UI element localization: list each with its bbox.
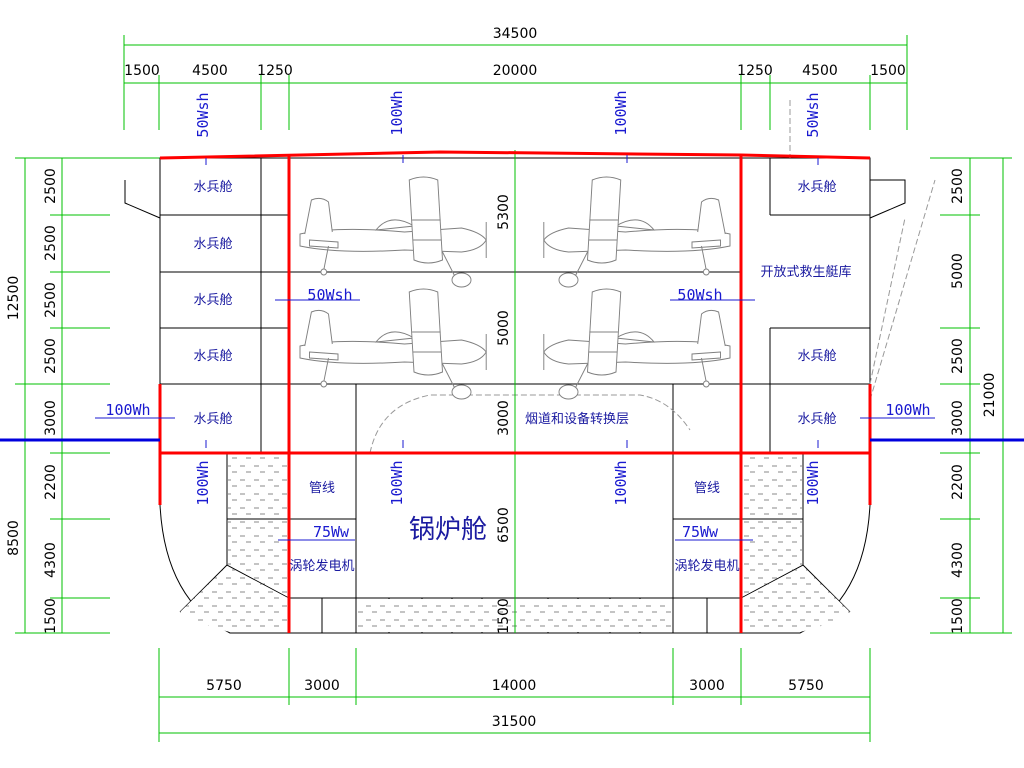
left-dimensions [15,157,160,634]
armor-leader-lines [95,155,935,541]
armor-label: 75Ww [682,523,719,541]
armor-label: 100Wh [804,460,822,505]
dim-top-seg: 4500 [192,63,228,79]
dim-top-seg: 1500 [870,63,906,79]
dim-center-row: 5300 [496,194,512,230]
dim-top-seg: 1500 [124,63,160,79]
dim-right-row: 2500 [950,338,966,374]
bottom-dimensions [158,648,871,742]
armor-label: 100Wh [194,460,212,505]
dim-center-row: 1500 [496,598,512,634]
armor-label: 100Wh [612,90,630,135]
room-piping: 管线 [309,481,335,496]
armor-label: 100Wh [105,401,150,419]
dim-right-row: 1500 [950,598,966,634]
room-crew: 水兵舱 [193,349,232,364]
room-crew: 水兵舱 [797,349,836,364]
dim-bottom-total: 31500 [492,714,537,730]
armor-label: 50Wsh [194,92,212,137]
room-lifeboat-hangar: 开放式救生艇库 [760,264,851,280]
dim-left-row: 2500 [43,168,59,204]
room-boiler: 锅炉舱 [409,515,487,545]
uptake-outline [369,100,936,454]
dim-center-row: 3000 [496,400,512,436]
room-uptake-layer: 烟道和设备转换层 [525,411,629,427]
dim-top-total: 34500 [493,26,538,42]
room-turbo-generator: 涡轮发电机 [674,558,739,574]
dim-left-lower-total: 8500 [6,520,22,556]
dim-left-upper-total: 12500 [6,276,22,321]
dim-bottom-seg: 14000 [492,678,537,694]
dim-right-total: 21000 [982,373,998,418]
dim-left-row: 4300 [43,542,59,578]
dim-top-seg: 20000 [493,63,538,79]
right-dimensions [930,157,1012,634]
armor-label: 100Wh [885,401,930,419]
dim-center-row: 6500 [496,507,512,543]
dim-right-row: 2500 [950,168,966,204]
dim-top-seg: 4500 [802,63,838,79]
armor-label: 100Wh [612,460,630,505]
dim-left-row: 3000 [43,400,59,436]
room-crew: 水兵舱 [193,237,232,252]
dim-bottom-seg: 5750 [788,678,824,694]
dim-left-row: 2500 [43,225,59,261]
dim-right-row: 5000 [950,253,966,289]
armor-label: 50Wsh [804,92,822,137]
dim-center-row: 5000 [496,310,512,346]
armor-label: 50Wsh [307,286,352,304]
room-crew: 水兵舱 [193,293,232,308]
dim-bottom-seg: 5750 [206,678,242,694]
armor-label: 75Ww [313,523,350,541]
top-dimensions [123,35,908,130]
room-crew: 水兵舱 [797,412,836,427]
dim-right-row: 4300 [950,542,966,578]
dim-left-row: 2500 [43,282,59,318]
armor-lines [158,150,872,633]
room-turbo-generator: 涡轮发电机 [289,558,354,574]
dim-top-seg: 1250 [737,63,773,79]
armor-label: 100Wh [388,90,406,135]
dim-left-row: 2500 [43,338,59,374]
dim-bottom-seg: 3000 [689,678,725,694]
dim-top-seg: 1250 [257,63,293,79]
dim-right-row: 3000 [950,400,966,436]
room-crew: 水兵舱 [193,180,232,195]
room-crew: 水兵舱 [193,412,232,427]
dim-left-row: 2200 [43,464,59,500]
dim-left-row: 1500 [43,598,59,634]
room-piping: 管线 [694,481,720,496]
armor-label: 50Wsh [677,286,722,304]
dim-bottom-seg: 3000 [304,678,340,694]
room-crew: 水兵舱 [797,180,836,195]
dim-right-row: 2200 [950,464,966,500]
armor-label: 100Wh [388,460,406,505]
